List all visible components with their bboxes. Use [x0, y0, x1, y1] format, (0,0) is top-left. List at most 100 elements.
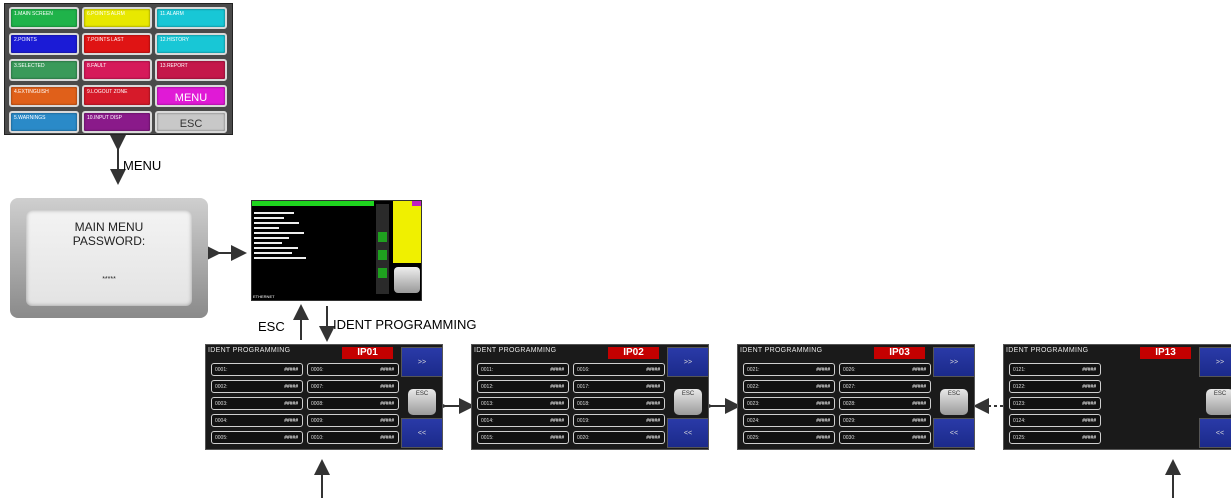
ident-field[interactable]: 0021:##### — [743, 363, 835, 376]
ident-field[interactable]: 0123:##### — [1009, 397, 1101, 410]
password-title: MAIN MENU — [74, 220, 144, 234]
ident-field-value: ##### — [380, 435, 394, 441]
menu-button-8-fault[interactable]: 8.FAULT — [82, 59, 152, 81]
ident-field[interactable]: 0023: ##### — [743, 397, 835, 410]
ident-field[interactable]: 0016:##### — [573, 363, 665, 376]
menu-button-esc[interactable]: ESC — [155, 111, 227, 133]
esc-button[interactable]: ESC — [408, 389, 436, 415]
ident-field[interactable]: 0028:##### — [839, 397, 931, 410]
ident-field[interactable]: 0022:##### — [743, 380, 835, 393]
ident-field-label: 0013: — [481, 401, 494, 407]
ident-field-label: 0007: — [311, 384, 324, 390]
esc-button[interactable]: ESC — [674, 389, 702, 415]
ident-field[interactable]: 0008:##### — [307, 397, 399, 410]
menu-button-1-main-screen[interactable]: 1.MAIN SCREEN — [9, 7, 79, 29]
ident-programming-label: IDENT PROGRAMMING — [333, 317, 477, 332]
ident-field[interactable]: 0026:##### — [839, 363, 931, 376]
ident-field-label: 0002: — [215, 384, 228, 390]
ident-field[interactable]: 0009:##### — [307, 414, 399, 427]
ident-field-value: ##### — [816, 367, 830, 373]
ident-field-label: 0023: — [747, 401, 760, 407]
ident-field[interactable]: 0024:##### — [743, 414, 835, 427]
ident-field-label: 0011: — [481, 367, 494, 373]
ident-field[interactable]: 0122:##### — [1009, 380, 1101, 393]
ident-field[interactable]: 0012:##### — [477, 380, 569, 393]
ident-field-label: 0019: — [577, 418, 590, 424]
menu-button-4-extinguish[interactable]: 4.EXTINGUISH — [9, 85, 79, 107]
menu-button-5-warnings[interactable]: 5.WARNINGS — [9, 111, 79, 133]
next-page-button[interactable]: >> — [401, 347, 443, 377]
ident-field[interactable]: 0001:##### — [211, 363, 303, 376]
ident-field[interactable]: 0010:##### — [307, 431, 399, 444]
menu-label: MENU — [123, 158, 162, 173]
ident-field[interactable]: 0007:##### — [307, 380, 399, 393]
ident-field[interactable]: 0020:##### — [573, 431, 665, 444]
ident-field-label: 0029: — [843, 418, 856, 424]
ident-field-value: ##### — [646, 435, 660, 441]
main-screen-scrollbar[interactable] — [376, 204, 389, 294]
next-page-button[interactable]: >> — [667, 347, 709, 377]
ident-field-value: ##### — [912, 367, 926, 373]
prev-page-button[interactable]: << — [1199, 418, 1231, 448]
prev-page-button[interactable]: << — [933, 418, 975, 448]
ident-field-label: 0125: — [1013, 435, 1026, 441]
ident-field[interactable]: 0006:##### — [307, 363, 399, 376]
ident-field[interactable]: 0121:##### — [1009, 363, 1101, 376]
ident-field[interactable]: 0025:##### — [743, 431, 835, 444]
ident-field[interactable]: 0003:##### — [211, 397, 303, 410]
ident-field[interactable]: 0124:##### — [1009, 414, 1101, 427]
menu-button-2-points[interactable]: 2.POINTS — [9, 33, 79, 55]
ident-field-value: ##### — [646, 384, 660, 390]
ident-field[interactable]: 0002:##### — [211, 380, 303, 393]
ident-field[interactable]: 0013:##### — [477, 397, 569, 410]
esc-button[interactable]: ESC — [940, 389, 968, 415]
ident-field-label: 0004: — [215, 418, 228, 424]
ident-field-label: 0014: — [481, 418, 494, 424]
ident-field-value: ##### — [646, 418, 660, 424]
ident-field[interactable]: 0005:##### — [211, 431, 303, 444]
ident-field[interactable]: 0018:##### — [573, 397, 665, 410]
main-screen-header-bar — [252, 201, 374, 206]
menu-button-6-points-alrm[interactable]: 6.POINTS ALRM — [82, 7, 152, 29]
ident-field-value: ##### — [816, 384, 830, 390]
ident-field[interactable]: 0014:##### — [477, 414, 569, 427]
menu-button-11-alarm[interactable]: 11.ALARM — [155, 7, 227, 29]
next-page-button[interactable]: >> — [933, 347, 975, 377]
ident-field-value: ##### — [1082, 401, 1096, 407]
ident-field[interactable]: 0019: ##### — [573, 414, 665, 427]
menu-button-13-report[interactable]: 13.REPORT — [155, 59, 227, 81]
ident-screen-code: IP01 — [342, 347, 393, 359]
ident-field[interactable]: 0030:##### — [839, 431, 931, 444]
menu-button-menu[interactable]: MENU — [155, 85, 227, 107]
ident-field-label: 0024: — [747, 418, 760, 424]
ident-field[interactable]: 0125:##### — [1009, 431, 1101, 444]
menu-button-3-selected[interactable]: 3.SELECTED — [9, 59, 79, 81]
ident-screen-title: IDENT PROGRAMMING — [208, 347, 291, 354]
ident-field-label: 0012: — [481, 384, 494, 390]
ident-field[interactable]: 0011: ##### — [477, 363, 569, 376]
main-screen-alarm-panel — [393, 201, 421, 263]
password-field[interactable]: ***** — [102, 276, 116, 283]
prev-page-button[interactable]: << — [401, 418, 443, 448]
ident-field-value: ##### — [816, 401, 830, 407]
esc-button[interactable]: ESC — [1206, 389, 1231, 415]
ident-field[interactable]: 0029: ##### — [839, 414, 931, 427]
menu-button-7-points-last[interactable]: 7.POINTS LAST — [82, 33, 152, 55]
menu-button-12-history[interactable]: 12.HISTORY — [155, 33, 227, 55]
next-page-button[interactable]: >> — [1199, 347, 1231, 377]
ident-field-value: ##### — [550, 367, 564, 373]
ident-field-label: 0015: — [481, 435, 494, 441]
ident-field[interactable]: 0004: ##### — [211, 414, 303, 427]
menu-button-10-input-disp[interactable]: 10.INPUT DISP — [82, 111, 152, 133]
main-screen-esc-button[interactable] — [394, 267, 420, 293]
ident-screen-title: IDENT PROGRAMMING — [1006, 347, 1089, 354]
ident-field-value: ##### — [912, 418, 926, 424]
ident-field[interactable]: 0027:##### — [839, 380, 931, 393]
ident-field[interactable]: 0015:##### — [477, 431, 569, 444]
prev-page-button[interactable]: << — [667, 418, 709, 448]
ident-field-label: 0121: — [1013, 367, 1026, 373]
menu-button-9-logout-zone[interactable]: 9.LOGOUT ZONE — [82, 85, 152, 107]
ident-field[interactable]: 0017:##### — [573, 380, 665, 393]
ident-field-value: ##### — [284, 418, 298, 424]
